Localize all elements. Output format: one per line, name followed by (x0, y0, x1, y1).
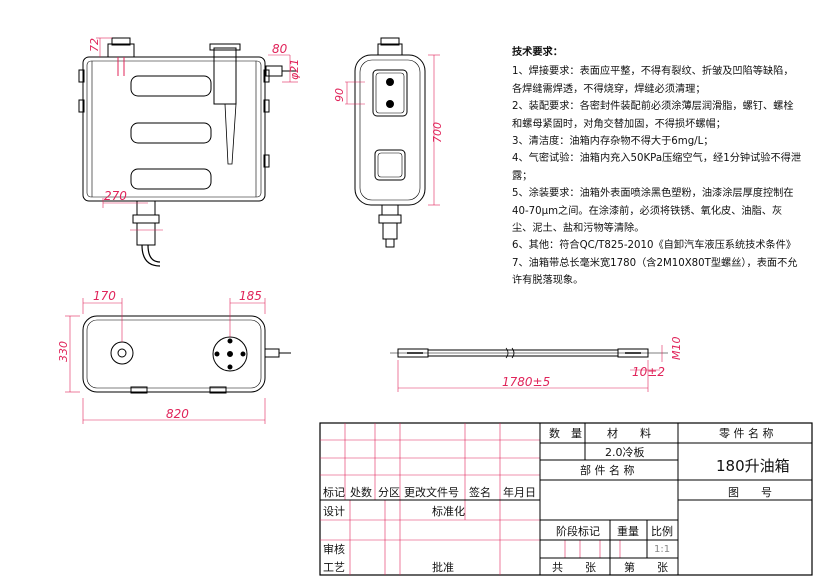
tb-design: 设计 (323, 505, 345, 518)
title-block: 数 量 材 料 零 件 名 称 2.0冷板 部 件 名 称 180升油箱 图 号… (323, 426, 790, 574)
dim-90: 90 (333, 88, 346, 102)
dim-phi21: φ21 (288, 59, 301, 80)
dim-10: 10±2 (632, 365, 665, 379)
dim-72: 72 (88, 38, 101, 52)
note-item: 2、装配要求：各密封件装配前必须涂薄层润滑脂，螺钉、螺栓和螺母紧固时，对角交替加… (512, 101, 794, 130)
side-view (354, 37, 426, 248)
tb-rev-zone-count: 处数 (350, 486, 372, 499)
dim-1780: 1780±5 (502, 375, 550, 389)
dim-700: 700 (431, 122, 444, 143)
notes-title: 技术要求： (512, 47, 563, 58)
tb-rev-date: 年月日 (503, 485, 536, 499)
tb-drawing-no-label: 图 号 (728, 486, 772, 499)
tb-rev-mark: 标记 (323, 485, 345, 499)
dim-270: 270 (104, 189, 127, 203)
tb-header-partname: 零 件 名 称 (719, 426, 774, 440)
tb-rev-zone: 分区 (378, 486, 400, 499)
tb-header-material: 材 料 (607, 426, 651, 440)
note-item: 3、清洁度：油箱内存杂物不得大于6mg/L； (512, 136, 714, 148)
tb-stage: 阶段标记 (556, 524, 600, 538)
tb-rev-sign: 签名 (469, 485, 491, 499)
tb-material: 2.0冷板 (605, 445, 645, 459)
strap-view (390, 347, 668, 359)
note-item: 5、涂装要求：油箱外表面喷涂黑色塑粉，油漆涂层厚度控制在40-70μm之间。在涂… (512, 188, 794, 235)
note-item: 7、油箱带总长毫米宽1780（含2M10X80T型螺丝），表面不允许有脱落现象。 (512, 257, 798, 287)
note-item: 6、其他：符合QC/T825-2010《自卸汽车液压系统技术条件》 (512, 240, 797, 252)
tb-standardize: 标准化 (432, 504, 465, 518)
note-item: 4、气密试验：油箱内充入50KPa压缩空气，经1分钟试验不得泄露； (512, 153, 802, 182)
tb-weight: 重量 (617, 524, 639, 538)
tb-scale-label: 比例 (651, 524, 673, 538)
technical-requirements: 技术要求： 1、焊接要求：表面应平整，不得有裂纹、折皱及凹陷等缺陷，各焊缝需焊透… (512, 44, 802, 290)
tb-approve: 批准 (432, 560, 454, 574)
tb-sheet: 第 张 (624, 560, 668, 574)
top-view (82, 315, 291, 394)
dim-330: 330 (57, 341, 70, 362)
tb-rev-doc: 更改文件号 (404, 485, 459, 499)
tb-review: 审核 (323, 542, 345, 556)
tb-part-name: 180升油箱 (716, 457, 790, 475)
dim-170: 170 (93, 289, 116, 303)
dim-80: 80 (272, 42, 288, 56)
dim-820: 820 (166, 407, 189, 421)
front-view (78, 37, 296, 267)
note-item: 1、焊接要求：表面应平整，不得有裂纹、折皱及凹陷等缺陷，各焊缝需焊透，不得烧穿，… (512, 66, 794, 95)
tb-header-count: 数 量 (549, 427, 582, 440)
tb-part-name-label: 部 件 名 称 (580, 463, 635, 477)
title-block-frame (319, 422, 813, 576)
dim-185: 185 (239, 289, 262, 303)
dim-m10: M10 (670, 337, 683, 361)
tb-scale: 1:1 (654, 544, 670, 555)
tb-total-sheets: 共 张 (552, 561, 596, 574)
tb-process: 工艺 (323, 561, 345, 574)
